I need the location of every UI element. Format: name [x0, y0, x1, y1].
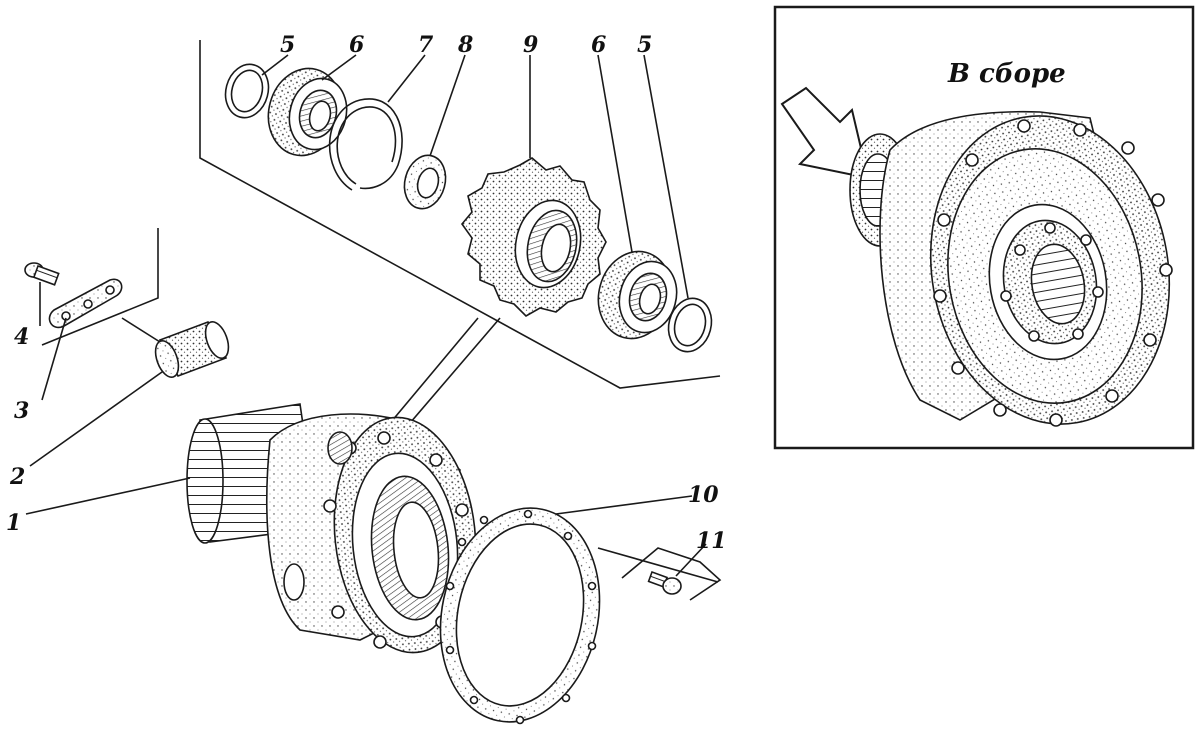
- callout-labels: 5 6 7 8 9 6 5 4 3 2 1 10 11: [6, 32, 727, 554]
- callout-10: 10: [688, 482, 719, 508]
- lock-plate-3: [48, 278, 123, 329]
- callout-1: 1: [6, 510, 21, 536]
- callout-2: 2: [9, 464, 25, 490]
- callout-6-right: 6: [591, 32, 606, 58]
- explosion-frame-lines: [41, 40, 722, 601]
- callout-5-left: 5: [280, 32, 295, 58]
- bearing-6-left: [267, 67, 348, 157]
- screw-4: [24, 262, 60, 286]
- hub-housing-1: [186, 403, 477, 654]
- callout-3: 3: [14, 398, 29, 424]
- leader-lines: [25, 54, 707, 577]
- callout-11: 11: [696, 528, 727, 554]
- gasket-10: [439, 507, 601, 725]
- callout-7: 7: [418, 32, 434, 58]
- callout-4: 4: [14, 324, 29, 350]
- callout-6-left: 6: [349, 32, 364, 58]
- assembly-arrow-icon: [780, 86, 870, 180]
- screw-11: [647, 570, 682, 595]
- callout-8: 8: [457, 32, 473, 58]
- thrust-washer-5-right: [667, 297, 713, 353]
- assembled-inset: В сборе: [773, 5, 1195, 450]
- bearing-6-right: [597, 250, 678, 340]
- callout-5-right: 5: [637, 32, 652, 58]
- lock-washer-8: [403, 154, 447, 210]
- inset-title: В сборе: [947, 59, 1066, 89]
- callout-9: 9: [523, 32, 538, 58]
- inset-assembled-flange: [879, 110, 1173, 427]
- snap-ring-7: [328, 98, 403, 191]
- axle-2: [154, 320, 230, 378]
- gear-9: [460, 157, 607, 317]
- thrust-washer-5-left: [224, 63, 270, 119]
